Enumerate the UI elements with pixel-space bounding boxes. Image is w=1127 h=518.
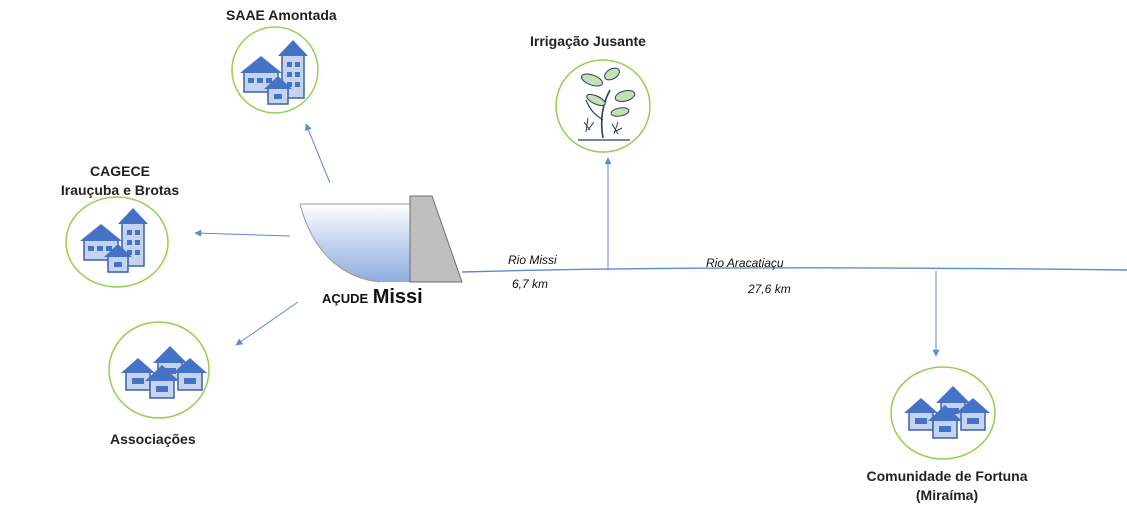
- cagece-label: CAGECE Irauçuba e Brotas: [60, 162, 180, 200]
- river-line: [461, 267, 1127, 273]
- river-segment2-length: 27,6 km: [748, 282, 791, 296]
- cagece-label-line1: CAGECE: [90, 163, 150, 179]
- saae-node: [231, 26, 319, 114]
- associacoes-circle: [108, 321, 210, 419]
- fortuna-label-line1: Comunidade de Fortuna: [866, 468, 1028, 484]
- arrow-to-associacoes: [235, 301, 299, 346]
- fortuna-label: Comunidade de Fortuna (Miraíma): [852, 467, 1042, 505]
- reservoir-name: Missi: [372, 286, 423, 308]
- dam-icon: [299, 195, 463, 283]
- village-houses-icon: [903, 385, 991, 439]
- fortuna-node: [890, 366, 996, 460]
- arrow-to-saae: [305, 123, 331, 184]
- plant-icon: [578, 67, 636, 141]
- associacoes-node: [108, 321, 210, 419]
- reservoir-prefix: AÇUDE: [322, 291, 369, 306]
- city-buildings-icon: [79, 207, 149, 273]
- cagece-label-line2: Irauçuba e Brotas: [60, 182, 180, 198]
- saae-circle: [231, 26, 319, 114]
- city-buildings-icon: [239, 39, 309, 105]
- cagece-circle: [65, 196, 169, 288]
- irrigacao-node: [555, 59, 651, 153]
- irrigacao-label: Irrigação Jusante: [530, 33, 646, 49]
- associacoes-label: Associações: [110, 431, 196, 447]
- fortuna-circle: [890, 366, 996, 460]
- reservoir-title: AÇUDE Missi: [322, 286, 423, 309]
- fortuna-label-line2: (Miraíma): [915, 487, 979, 503]
- arrow-to-cagece: [194, 229, 291, 237]
- river-segment1-name: Rio Missi: [508, 253, 557, 267]
- saae-label: SAAE Amontada: [226, 7, 337, 23]
- irrigacao-circle: [555, 59, 651, 153]
- cagece-node: [65, 196, 169, 288]
- village-houses-icon: [120, 345, 208, 399]
- river-segment2-name: Rio Aracatiaçu: [706, 256, 784, 270]
- river-segment1-length: 6,7 km: [512, 277, 549, 291]
